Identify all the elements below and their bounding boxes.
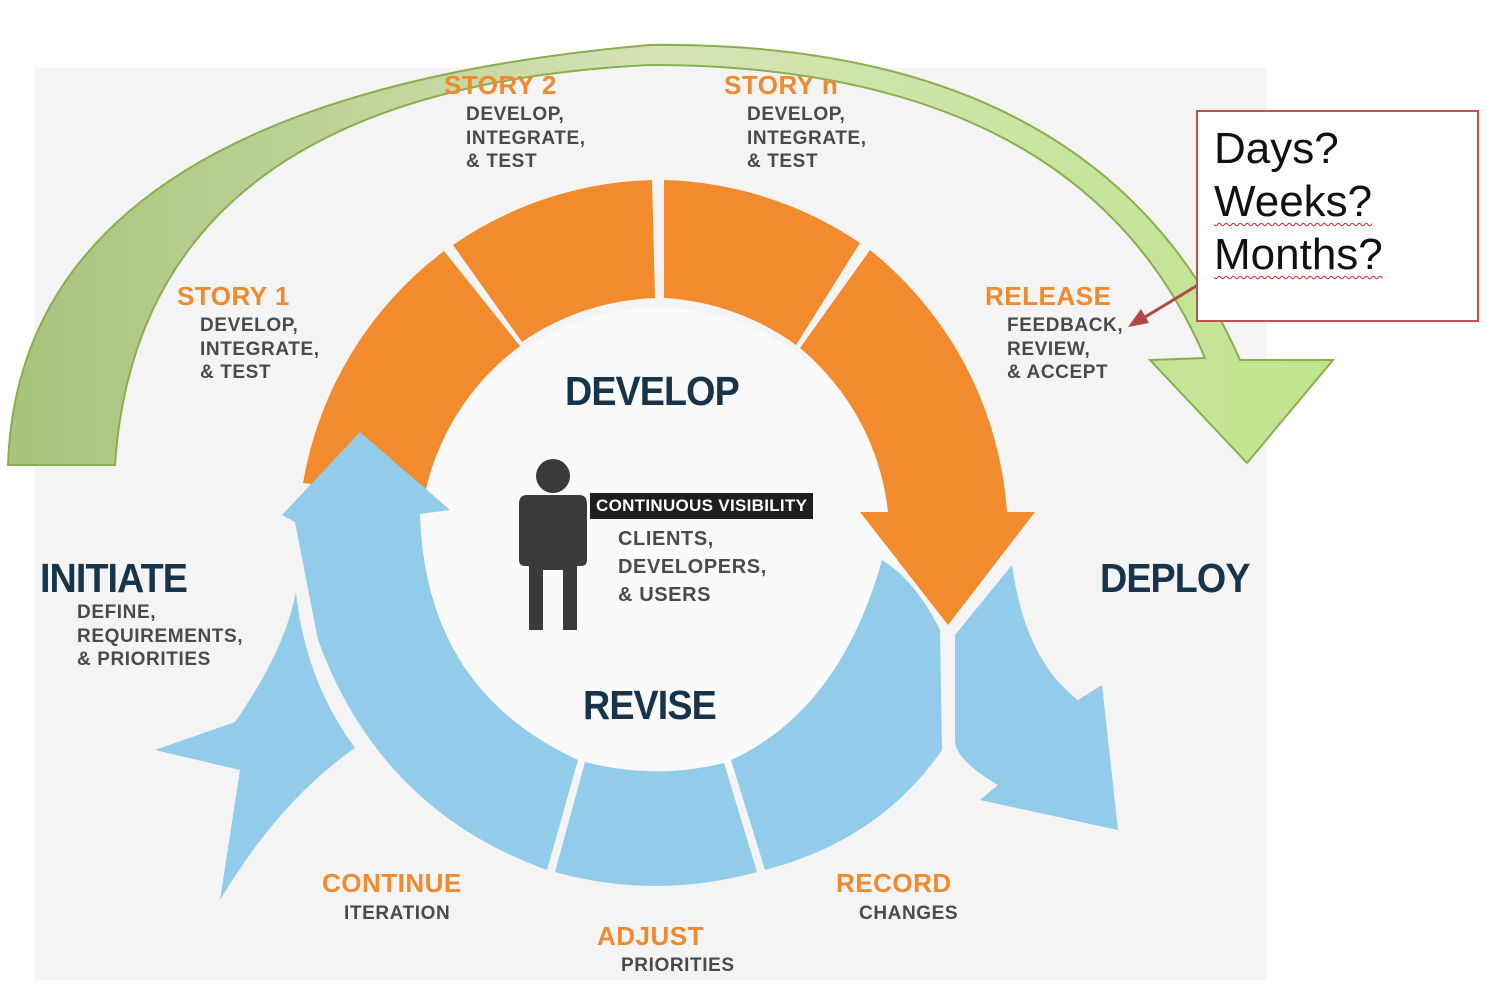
story2-line: DEVELOP, [466, 104, 565, 125]
initiate-title: INITIATE [40, 555, 188, 601]
visibility-line: CLIENTS, [618, 528, 714, 550]
story1-line: & TEST [200, 362, 272, 383]
story2-line: & TEST [466, 151, 538, 172]
release-line: & ACCEPT [1007, 362, 1109, 383]
callout-pointer-arrow [1128, 283, 1199, 327]
callout-line-weeks: Weeks? [1214, 177, 1373, 226]
record-title: RECORD [836, 868, 952, 898]
storyn-title: STORY n [724, 70, 839, 100]
continue-title: CONTINUE [322, 868, 462, 898]
release-line: REVIEW, [1007, 338, 1091, 360]
initiate-details: DEFINE, REQUIREMENTS, & PRIORITIES [77, 601, 243, 672]
record-sub: CHANGES [859, 903, 959, 924]
story2-details: DEVELOP, INTEGRATE, & TEST [466, 103, 586, 174]
initiate-line: DEFINE, [77, 602, 157, 623]
initiate-line: & PRIORITIES [77, 649, 211, 670]
story1-line: INTEGRATE, [200, 338, 320, 360]
revise-segment-adjust [555, 762, 757, 886]
storyn-line: & TEST [747, 151, 819, 172]
storyn-details: DEVELOP, INTEGRATE, & TEST [747, 103, 867, 174]
green-timeline-arrow [6, 43, 1336, 466]
visibility-line: & USERS [618, 584, 712, 606]
story2-title: STORY 2 [444, 70, 557, 100]
initiate-line: REQUIREMENTS, [77, 625, 244, 647]
story1-details: DEVELOP, INTEGRATE, & TEST [200, 314, 320, 385]
revise-ring [155, 432, 1118, 900]
continuous-visibility-tag: CONTINUOUS VISIBILITY [590, 493, 814, 519]
revise-segment-record [731, 560, 942, 870]
release-title: RELEASE [985, 281, 1112, 311]
release-details: FEEDBACK, REVIEW, & ACCEPT [1007, 314, 1123, 385]
visibility-line: DEVELOPERS, [618, 556, 767, 578]
develop-segment-story2 [453, 180, 655, 342]
story1-title: STORY 1 [177, 281, 290, 311]
continue-sub: ITERATION [344, 903, 451, 924]
adjust-sub: PRIORITIES [621, 955, 735, 976]
revise-title: REVISE [583, 682, 717, 728]
develop-segment-storyn [664, 180, 860, 345]
visibility-audience: CLIENTS, DEVELOPERS, & USERS [618, 525, 767, 609]
deploy-title: DEPLOY [1100, 555, 1251, 601]
storyn-line: DEVELOP, [747, 104, 846, 125]
release-line: FEEDBACK, [1007, 315, 1124, 336]
story2-line: INTEGRATE, [466, 127, 586, 149]
storyn-line: INTEGRATE, [747, 127, 867, 149]
story1-line: DEVELOP, [200, 315, 299, 336]
adjust-title: ADJUST [597, 921, 705, 951]
develop-title: DEVELOP [565, 368, 740, 414]
revise-segment-continue [282, 432, 578, 870]
deploy-arrow [955, 565, 1118, 830]
center-circle [418, 308, 898, 788]
timeframe-callout-box: Days? Weeks? Months? [1196, 110, 1479, 322]
initiate-arrow [155, 592, 355, 900]
develop-segment-release [800, 250, 1035, 625]
callout-line-months: Months? [1214, 230, 1383, 279]
person-icon [519, 459, 587, 630]
callout-line-days: Days? [1214, 124, 1339, 173]
